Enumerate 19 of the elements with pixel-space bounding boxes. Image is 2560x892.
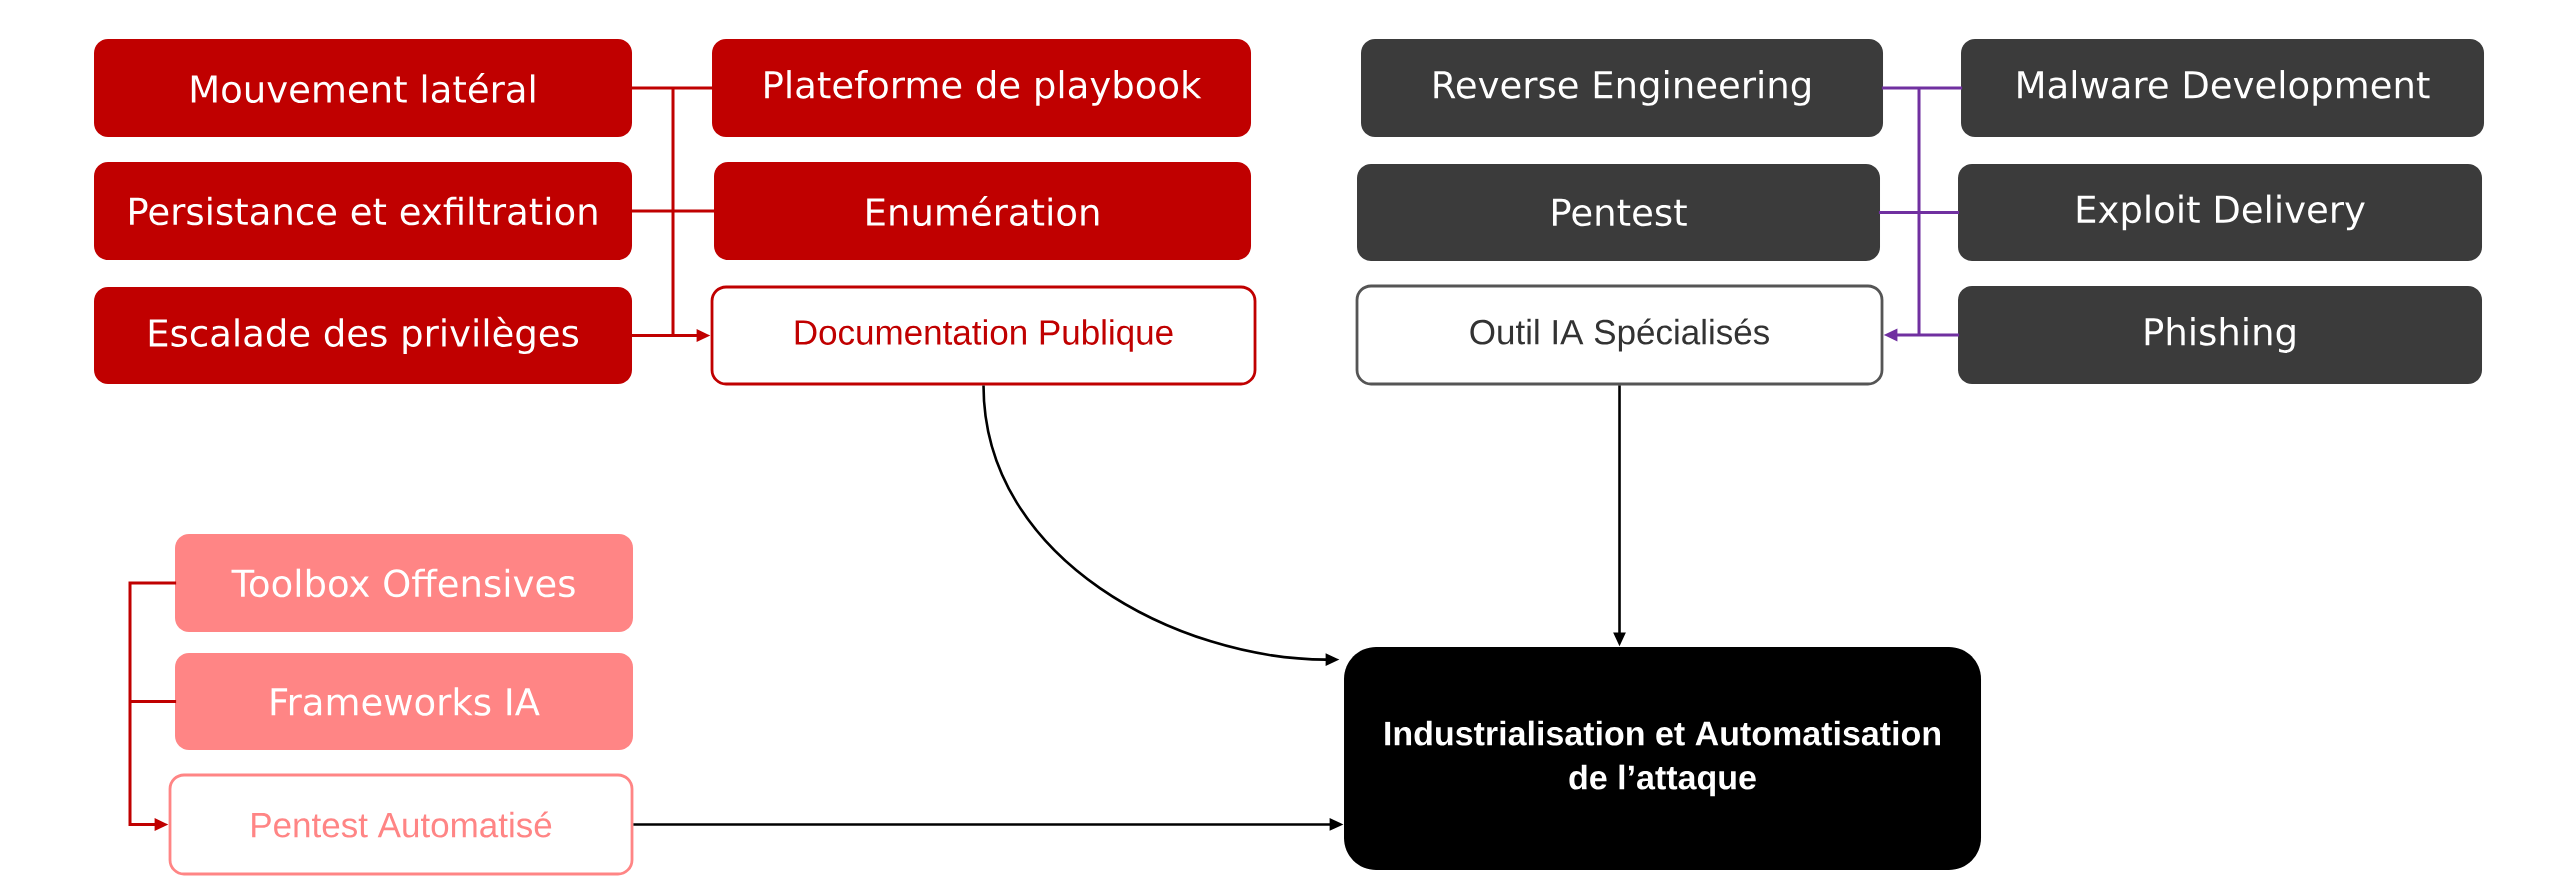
process-box: Toolbox Offensives bbox=[175, 534, 633, 632]
connector-arrow bbox=[128, 581, 177, 831]
process-box: Persistance et exfiltration bbox=[94, 162, 632, 260]
process-box: Outil IA Spécialisés bbox=[1355, 284, 1884, 386]
process-box: Mouvement latéral bbox=[94, 39, 632, 137]
process-box: Malware Development bbox=[1961, 39, 2484, 137]
process-box: Pentest bbox=[1357, 164, 1880, 261]
process-box: Frameworks IA bbox=[175, 653, 633, 750]
process-box: Exploit Delivery bbox=[1958, 164, 2482, 261]
process-box: Pentest Automatisé bbox=[168, 773, 634, 876]
connector-arrow bbox=[1878, 86, 1963, 342]
process-box: Plateforme de playbook bbox=[712, 39, 1251, 137]
process-box: Enumération bbox=[714, 162, 1251, 260]
process-box: Industrialisation et Automatisation de l’attaque bbox=[1344, 647, 1981, 870]
process-box: Reverse Engineering bbox=[1361, 39, 1883, 137]
process-box: Phishing bbox=[1958, 286, 2482, 384]
connector-arrow bbox=[630, 86, 716, 342]
process-box: Documentation Publique bbox=[710, 285, 1257, 386]
process-box: Escalade des privilèges bbox=[94, 287, 632, 384]
